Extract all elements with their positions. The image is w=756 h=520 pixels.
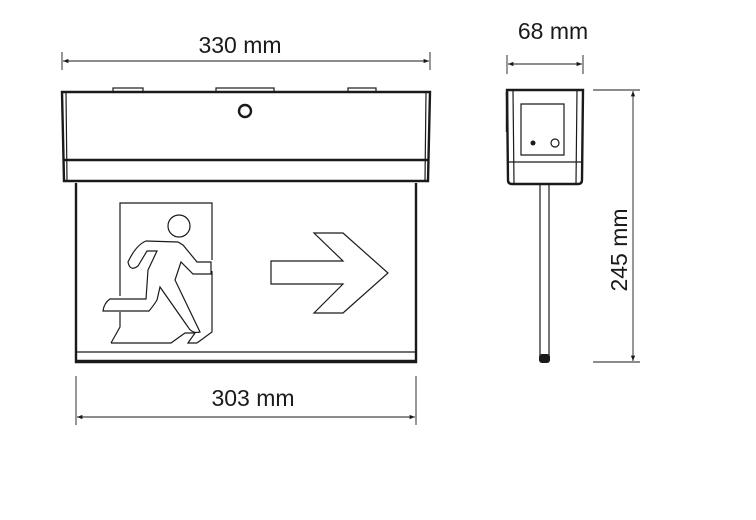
height-label: 245 mm (606, 208, 632, 291)
depth-label: 68 mm (518, 18, 588, 44)
housing (60, 87, 432, 183)
front-view (60, 87, 432, 364)
housing-width-label: 330 mm (198, 32, 281, 58)
running-man-exit-icon (102, 202, 213, 344)
indicator-led-icon (237, 103, 253, 119)
side-view (505, 88, 585, 363)
panel-width-label: 303 mm (211, 385, 294, 411)
dimension-68: 68 mm (506, 18, 588, 74)
sign-panel (74, 183, 418, 364)
dimension-245: 245 mm (593, 89, 640, 363)
dimension-303: 303 mm (75, 376, 417, 425)
direction-arrow-right-icon (270, 232, 389, 314)
suspension-rod (539, 183, 550, 363)
dimension-330: 330 mm (61, 32, 431, 70)
